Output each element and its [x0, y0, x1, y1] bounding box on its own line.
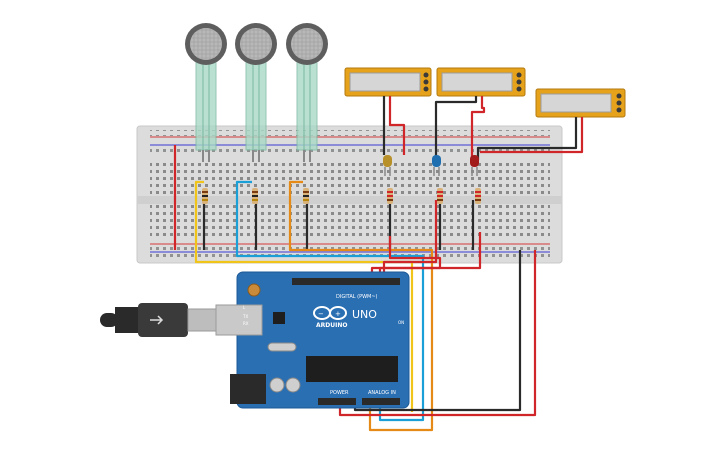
- power-jack: [230, 374, 266, 404]
- reset-button: [247, 283, 261, 297]
- resistor-3[interactable]: [303, 188, 309, 204]
- model-label: UNO: [352, 308, 377, 321]
- multimeter-3[interactable]: [535, 88, 626, 118]
- resistor-2[interactable]: [252, 188, 258, 204]
- resistor-5[interactable]: [437, 188, 443, 204]
- probe-icon: [616, 93, 622, 99]
- breadboard: [136, 125, 563, 264]
- l-label: L: [243, 305, 246, 310]
- plus-icon: +: [335, 310, 341, 318]
- arduino-logo: − +: [313, 306, 347, 320]
- resistor-4[interactable]: [387, 188, 393, 204]
- force-sensor-3[interactable]: [286, 23, 328, 162]
- led-red[interactable]: [470, 155, 479, 176]
- breadboard-wires: [173, 96, 584, 250]
- arduino-uno[interactable]: − + ARDUINO UNO DIGITAL (PWM~) POWER ANA…: [215, 271, 410, 409]
- resistor-6[interactable]: [475, 188, 481, 204]
- usb-port: [215, 304, 263, 336]
- tx-label: TX: [242, 314, 248, 319]
- probe-icon: [423, 86, 429, 92]
- brand-label: ARDUINO: [316, 322, 347, 329]
- digital-header: [292, 278, 400, 285]
- probe-icon: [616, 100, 622, 106]
- probe-icon: [516, 79, 522, 85]
- probe-icon: [516, 86, 522, 92]
- multimeter-2[interactable]: [436, 67, 526, 97]
- analog-label: ANALOG IN: [368, 390, 396, 396]
- minus-icon: −: [318, 310, 324, 318]
- force-sensor-1[interactable]: [185, 23, 227, 162]
- usb-cable: [100, 303, 219, 337]
- probe-icon: [516, 72, 522, 78]
- microcontroller-chip: [306, 356, 398, 382]
- digital-label: DIGITAL (PWM~): [336, 294, 378, 300]
- rx-label: RX: [243, 321, 249, 326]
- probe-icon: [423, 79, 429, 85]
- resistor-1[interactable]: [202, 188, 208, 204]
- power-header: [318, 398, 356, 405]
- led-yellow[interactable]: [383, 155, 392, 176]
- usb-icon: [150, 315, 164, 325]
- on-label: ON: [398, 320, 404, 325]
- led-blue[interactable]: [432, 155, 441, 176]
- force-sensor-2[interactable]: [235, 23, 277, 162]
- probe-icon: [616, 107, 622, 113]
- power-label: POWER: [330, 390, 349, 396]
- probe-icon: [423, 72, 429, 78]
- multimeter-1[interactable]: [344, 67, 432, 97]
- signal-wires: [194, 180, 537, 432]
- analog-header: [362, 398, 400, 405]
